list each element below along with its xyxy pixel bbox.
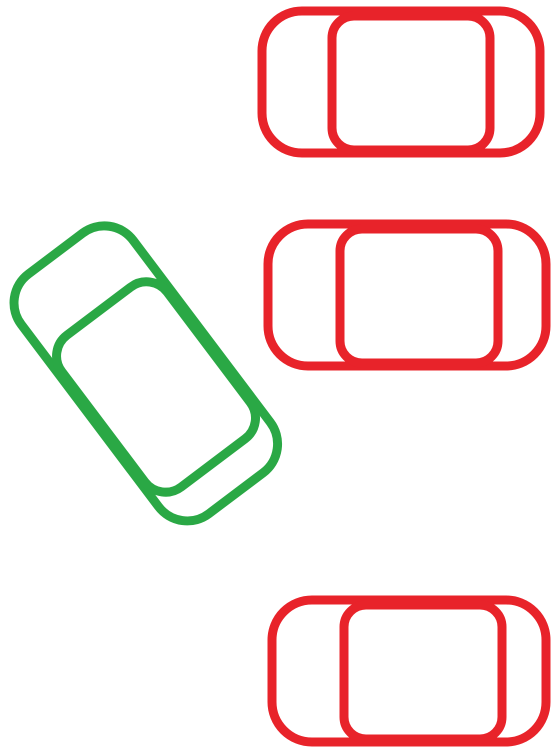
car-body xyxy=(262,11,540,153)
car-cabin xyxy=(344,605,502,739)
car-cabin xyxy=(46,271,266,502)
car-body xyxy=(268,224,546,366)
parked-car-1 xyxy=(262,11,540,153)
car-cabin xyxy=(332,16,490,150)
parked-car-3 xyxy=(272,600,546,742)
car-cabin xyxy=(340,229,498,363)
parked-car-2 xyxy=(268,224,546,366)
maneuvering-car xyxy=(0,211,292,535)
